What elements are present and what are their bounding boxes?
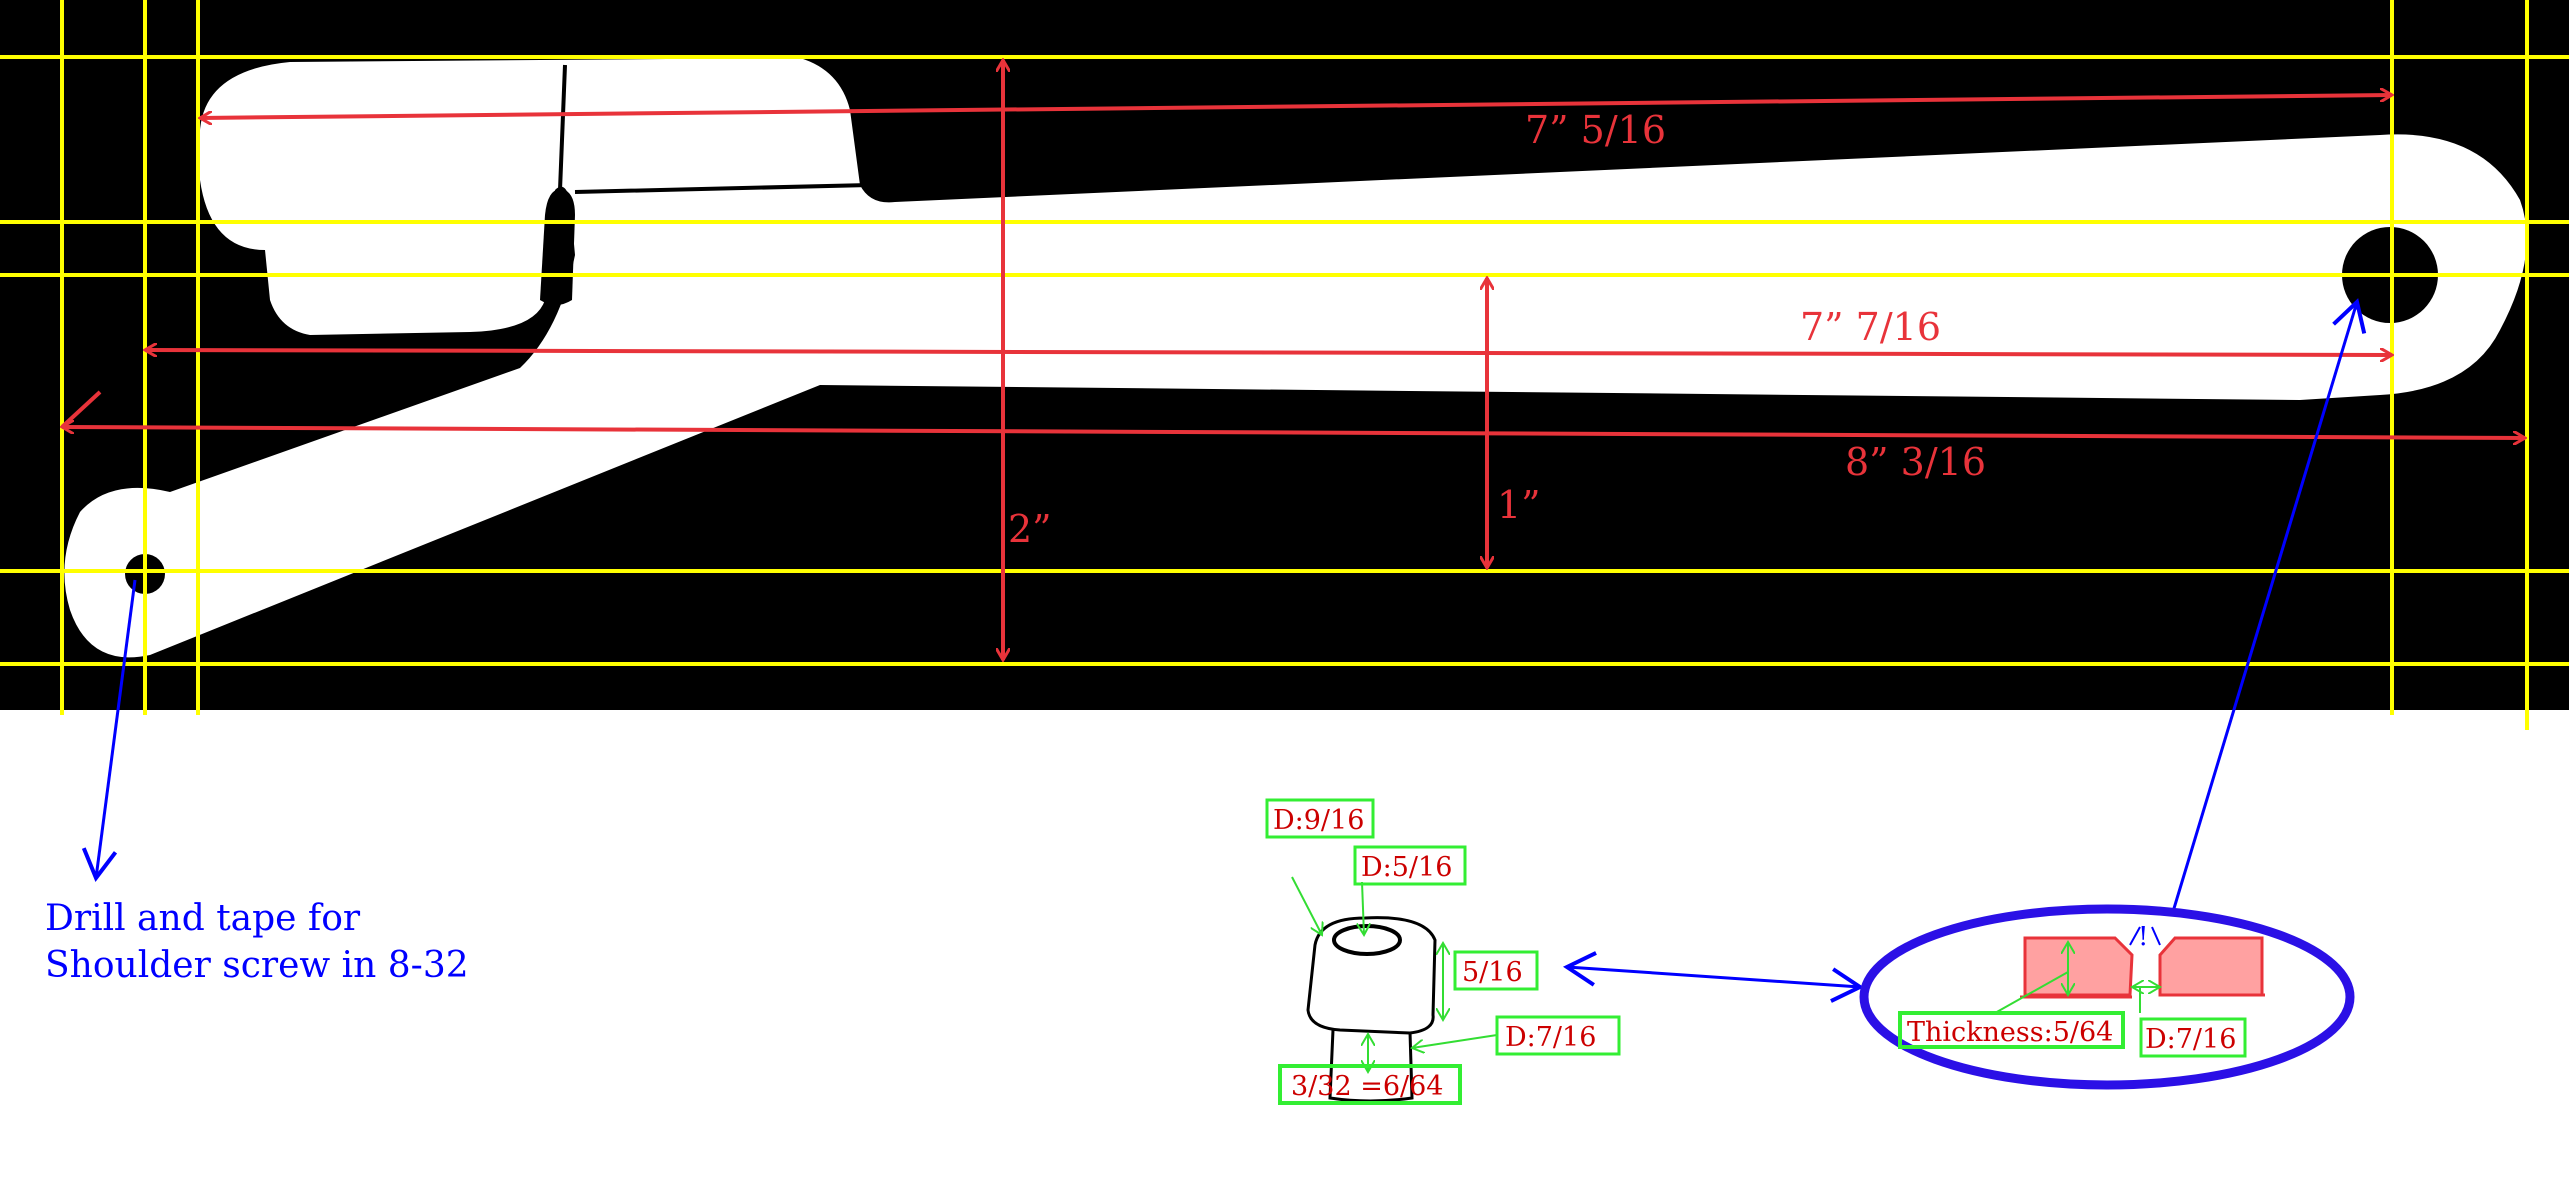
bushing-body-outline: [1306, 916, 1437, 1035]
dimension-arm-height-label: 1”: [1497, 483, 1541, 527]
drill-note-line2: Shoulder screw in 8-32: [45, 945, 469, 986]
shoulder-d-leader: [1412, 1034, 1498, 1048]
bushing-to-section-arrow: [1562, 951, 1865, 1003]
callout-box: [1453, 950, 1539, 991]
dimension-middle-line: [145, 350, 2392, 355]
section-detail: ! Thickness:5/64 D:7/16: [1859, 904, 2355, 1090]
callout-box: [1278, 1064, 1462, 1105]
thickness-label: Thickness:5/64: [1907, 1017, 2113, 1048]
callout-box: [2139, 1017, 2247, 1058]
part-edge-line: [558, 64, 871, 194]
dimension-lines: [62, 60, 2525, 660]
callout-box: [1898, 1011, 2125, 1049]
dimension-top-line: [200, 95, 2392, 118]
hole-diameter-label: D:7/16: [2145, 1024, 2236, 1055]
bushing-bore: [1332, 924, 1402, 956]
dimension-top-label: 7” 5/16: [1525, 108, 1666, 152]
dimension-tick: [60, 390, 102, 429]
inner-d-leader: [1362, 881, 1364, 935]
dimension-labels: 7” 5/16 7” 7/16 8” 3/16 2” 1”: [1008, 108, 1986, 551]
dimension-total-height-label: 2”: [1008, 507, 1052, 551]
section-to-pivot-arrow: [2170, 298, 2367, 916]
dimension-bottom-line: [62, 427, 2525, 438]
bushing-callouts: D:9/16 D:5/16 5/16 D:7/16 3/32 =6/64: [1265, 798, 1621, 1105]
section-mark: !: [2138, 922, 2148, 952]
dimension-middle-label: 7” 7/16: [1800, 305, 1941, 349]
section-right-block: [2158, 936, 2264, 997]
inner-diameter-label: D:5/16: [1361, 852, 1452, 883]
callout-box: [1495, 1015, 1621, 1056]
callout-box: [1265, 798, 1375, 839]
section-chamfer-marks: [2129, 926, 2161, 946]
drill-pointer-arrow: [81, 579, 137, 882]
dimension-bottom-label: 8” 3/16: [1845, 440, 1986, 484]
shoulder-height-label: 3/32 =6/64: [1291, 1071, 1443, 1102]
thickness-leader: [1994, 971, 2069, 1014]
shoulder-diameter-label: D:7/16: [1505, 1022, 1596, 1053]
height-label: 5/16: [1462, 957, 1523, 988]
callout-box: [1353, 845, 1467, 886]
outer-diameter-label: D:9/16: [1273, 805, 1364, 836]
drill-note-line1: Drill and tape for: [45, 898, 361, 939]
outer-d-leader: [1291, 876, 1322, 935]
